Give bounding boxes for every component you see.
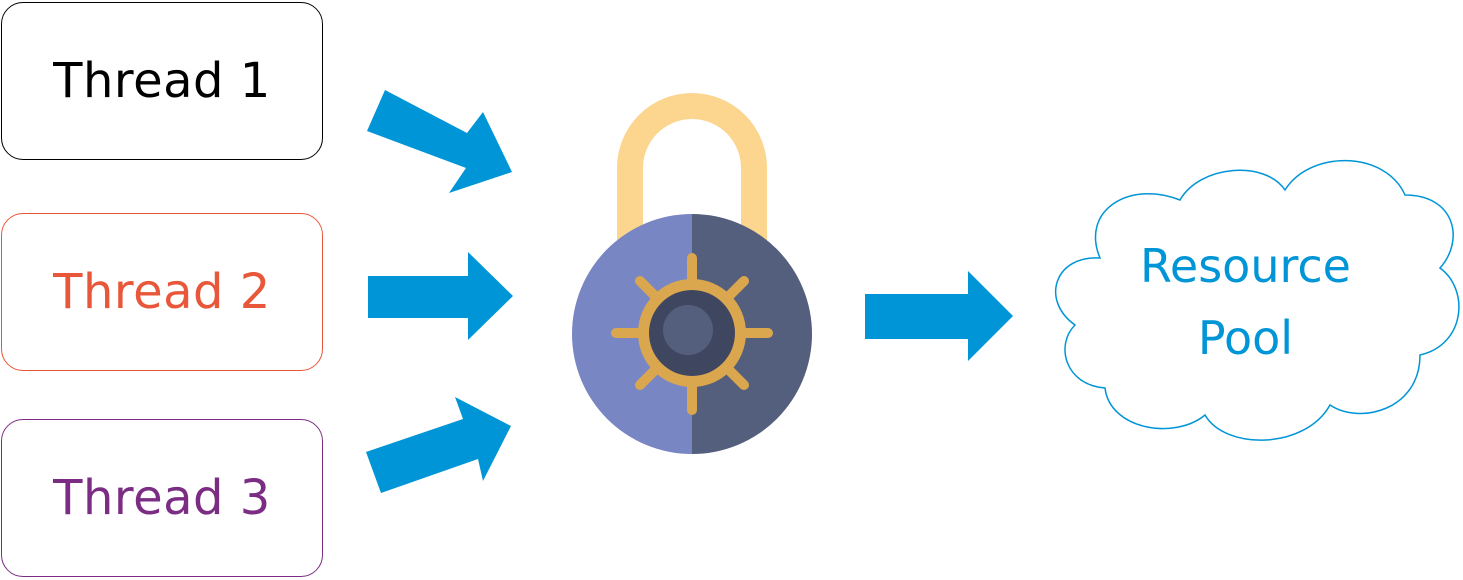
arrow-thread-1-icon	[367, 90, 512, 193]
thread-2-label: Thread 2	[53, 264, 271, 320]
padlock-icon	[572, 93, 812, 454]
dial-center	[663, 305, 713, 355]
arrow-lock-to-pool-icon	[865, 271, 1013, 361]
resource-pool-label: Resource Pool	[1103, 230, 1388, 374]
arrow-thread-3-icon	[366, 397, 511, 493]
cloud-icon	[1055, 159, 1460, 441]
resource-pool-line-1: Resource	[1140, 239, 1351, 293]
thread-3-box: Thread 3	[1, 419, 323, 577]
thread-3-label: Thread 3	[53, 470, 271, 526]
resource-pool-line-2: Pool	[1197, 311, 1294, 365]
thread-1-label: Thread 1	[53, 53, 271, 109]
arrow-thread-2-icon	[368, 252, 513, 340]
thread-1-box: Thread 1	[1, 2, 323, 160]
thread-2-box: Thread 2	[1, 213, 323, 371]
